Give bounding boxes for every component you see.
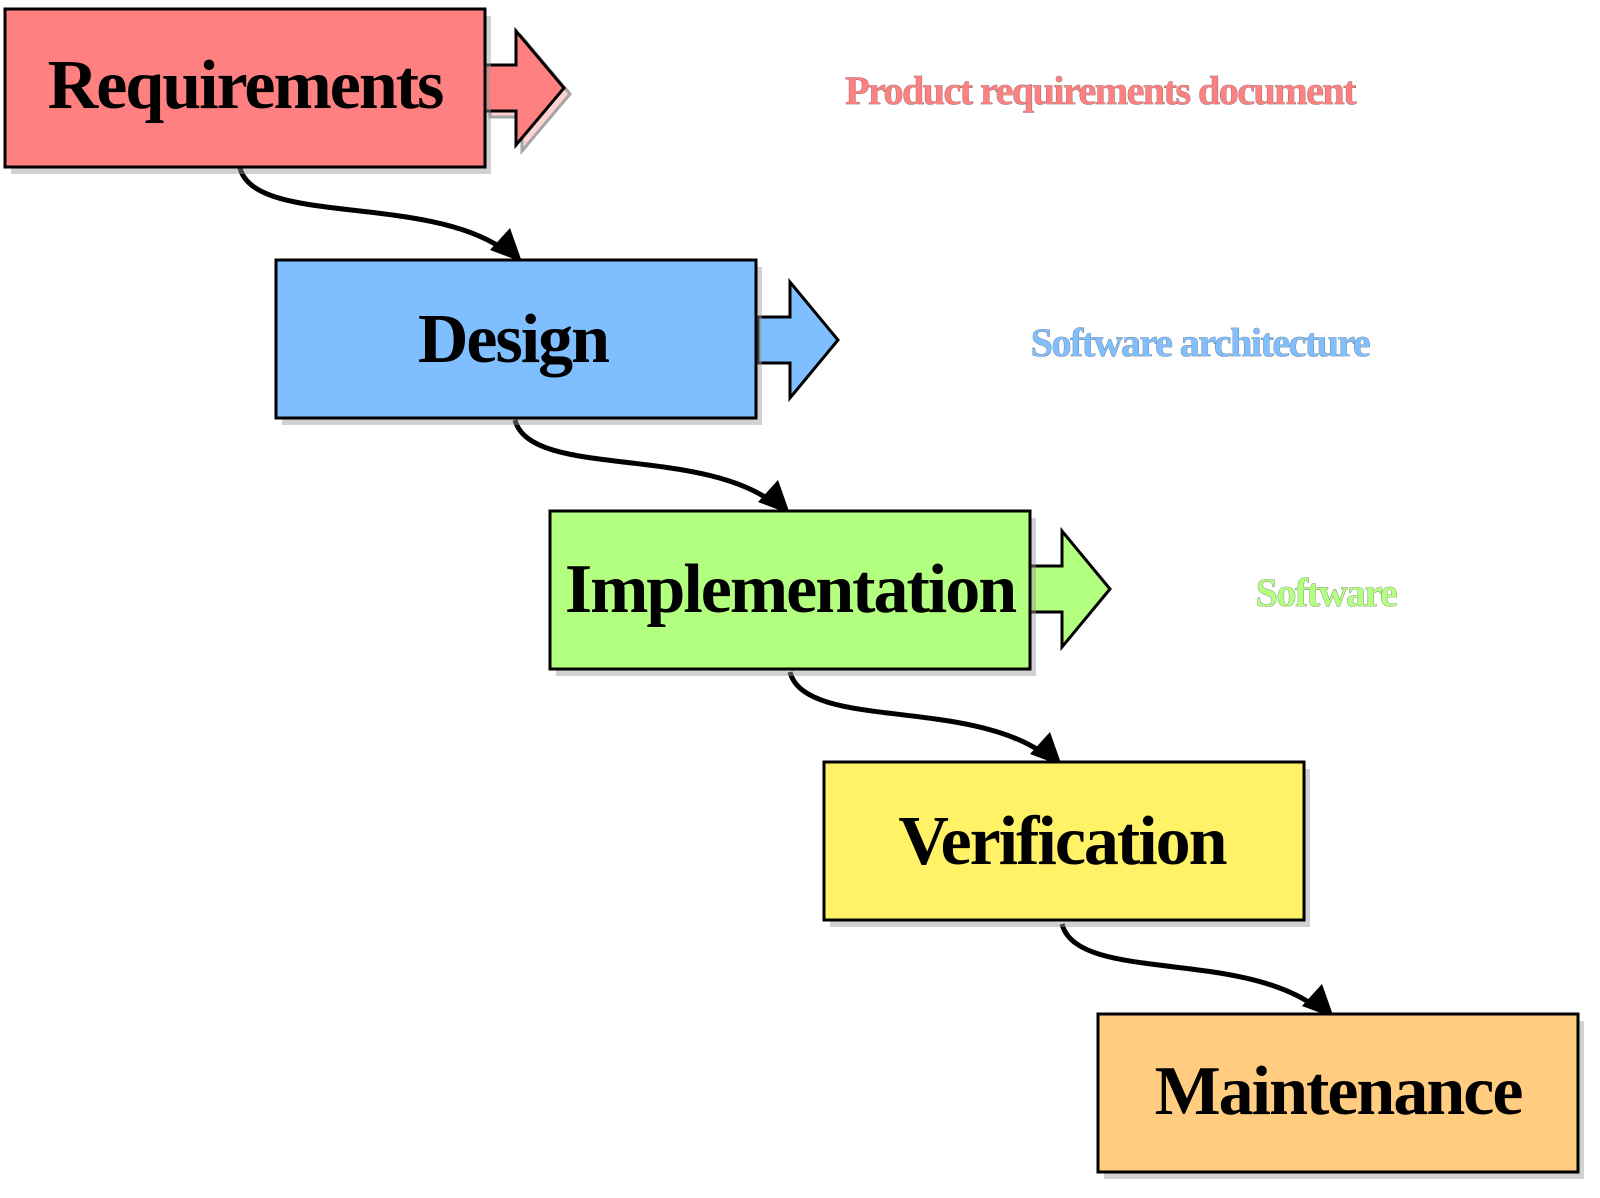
arrowhead-icon	[490, 228, 522, 262]
arrowhead-icon	[1302, 984, 1334, 1018]
arrowhead-icon	[1030, 732, 1062, 766]
connector-verification-maintenance	[1059, 923, 1312, 1006]
connector-implementation-verification	[787, 671, 1042, 754]
stage-implementation: Implementation Software	[548, 509, 1399, 676]
stage-label: Implementation	[565, 551, 1016, 628]
stage-maintenance: Maintenance	[1096, 1012, 1584, 1179]
stage-design: Design Software architecture	[274, 258, 1372, 425]
arrowhead-icon	[758, 480, 790, 514]
stage-box	[548, 509, 1032, 671]
stage-label: Requirements	[48, 47, 443, 124]
stage-box	[274, 258, 758, 420]
stage-label: Design	[418, 301, 609, 378]
stage-verification: Verification	[822, 760, 1310, 927]
connector-requirements-design	[237, 167, 502, 250]
stage-box	[3, 7, 487, 169]
stage-output-label: Software	[1256, 570, 1397, 615]
stage-output-label: Software architecture	[1031, 320, 1370, 365]
output-arrow-icon	[1028, 526, 1112, 652]
connectors	[237, 167, 1334, 1018]
stage-box	[1096, 1012, 1580, 1174]
connector-design-implementation	[512, 419, 770, 502]
stage-output-label: Product requirements document	[845, 68, 1357, 113]
stage-requirements: Requirements Product requirements docume…	[3, 7, 1359, 174]
output-arrow-icon	[482, 26, 566, 150]
stage-label: Verification	[898, 803, 1226, 880]
stage-label: Maintenance	[1155, 1053, 1523, 1130]
stage-box	[822, 760, 1306, 922]
output-arrow-icon	[756, 277, 840, 403]
